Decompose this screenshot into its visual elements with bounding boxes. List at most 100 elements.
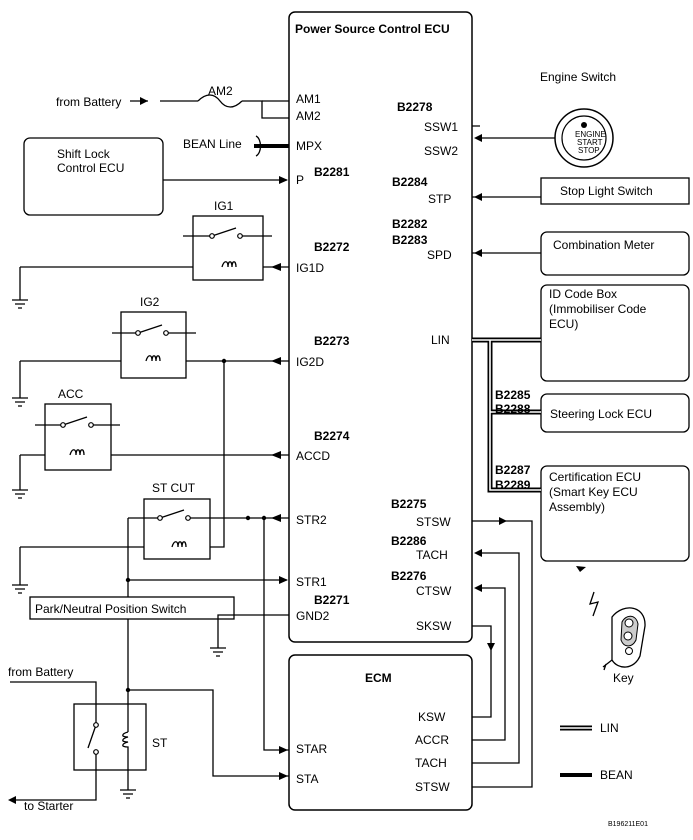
code-b2275: B2275: [391, 497, 427, 511]
figure-id: B196211E01: [608, 821, 648, 828]
pin-lin: LIN: [431, 333, 450, 347]
legend-bean-label: BEAN: [600, 768, 633, 782]
relay-acc-contact-b: [88, 422, 94, 428]
to-starter-arrow: [8, 796, 16, 804]
certification-ecu-box: [540, 465, 690, 562]
shift-lock-label-2: Control ECU: [57, 161, 124, 175]
bean-line-label: BEAN Line: [183, 137, 242, 151]
shift-lock-arrow: [279, 176, 288, 184]
ground-icon-st: [120, 789, 136, 799]
ssw-arrow: [474, 134, 482, 142]
pin-am1: AM1: [296, 92, 321, 106]
relay-st-coil: [122, 731, 129, 752]
relay-acc-coil: [69, 449, 85, 456]
code-b2281: B2281: [314, 165, 350, 179]
steering-lock-label: Steering Lock ECU: [550, 407, 652, 421]
str2-junction: [245, 515, 251, 521]
lin-code-b2288: B2288: [495, 402, 531, 416]
ground-icon-st-cut: [12, 584, 28, 594]
code-b2273: B2273: [314, 334, 350, 348]
relay-ig2-switch: [112, 324, 196, 334]
sksw-arrow: [487, 643, 495, 651]
from-battery-label-bottom: from Battery: [8, 665, 73, 679]
code-b2286: B2286: [391, 534, 427, 548]
key-fob-icon: [602, 607, 646, 671]
ig1d-arrow: [271, 263, 281, 271]
code-b2271: B2271: [314, 593, 350, 607]
ecm-title: ECM: [365, 671, 392, 685]
relay-ig1-contact-a: [209, 233, 215, 239]
relay-ig2-coil: [145, 355, 161, 362]
relay-st-cut-box: [143, 498, 211, 560]
to-starter-label: to Starter: [24, 799, 73, 813]
combination-meter-label: Combination Meter: [553, 238, 654, 252]
relay-st-contact-a: [93, 722, 99, 728]
engine-switch-label: Engine Switch: [540, 70, 616, 84]
relay-st-contact-b: [93, 749, 99, 755]
pin-ssw1: SSW1: [424, 120, 458, 134]
lin-code-b2285: B2285: [495, 388, 531, 402]
pin-ssw2: SSW2: [424, 144, 458, 158]
ground-icon-gnd2: [210, 647, 226, 657]
relay-ig1-contact-b: [237, 233, 243, 239]
relay-ig2-box: [120, 311, 187, 379]
sta-wire: [128, 689, 289, 777]
pin-sksw: SKSW: [416, 619, 452, 633]
stp-arrow: [474, 193, 482, 201]
star-wire: [263, 518, 289, 751]
id-box-label-1: ID Code Box: [549, 287, 617, 301]
certification-label-3: Assembly): [549, 500, 605, 514]
ecm-pin-sta: STA: [296, 772, 318, 786]
pin-str2: STR2: [296, 513, 327, 527]
relay-st-cut-coil: [171, 541, 187, 548]
shift-lock-label-1: Shift Lock: [57, 147, 111, 161]
relay-st-box: [73, 703, 147, 771]
park-neutral-label: Park/Neutral Position Switch: [35, 602, 186, 616]
pin-p: P: [296, 173, 304, 187]
key-label: Key: [613, 671, 634, 685]
code-b2272: B2272: [314, 240, 350, 254]
battery-2-wire: [10, 681, 97, 704]
relay-st-label: ST: [152, 736, 168, 750]
relay-ig1-label: IG1: [214, 199, 234, 213]
ecm-pin-ksw: KSW: [418, 710, 446, 724]
radio-signal-arrow: [576, 566, 586, 572]
engine-switch-icon: ENGINE START STOP: [554, 108, 614, 168]
stsw-loop-wire: [472, 520, 533, 788]
id-box-label-3: ECU): [549, 317, 578, 331]
code-b2276: B2276: [391, 569, 427, 583]
str1-arrow: [279, 576, 288, 584]
radio-signal-icon: [589, 591, 600, 617]
pin-ig2d: IG2D: [296, 355, 324, 369]
ig2d-arrow: [271, 357, 281, 365]
ctsw-arrow: [474, 584, 482, 592]
str2-arrow: [271, 514, 281, 522]
sta-arrow: [279, 772, 288, 780]
tach-arrow: [474, 549, 482, 557]
code-b2284: B2284: [392, 175, 428, 189]
ground-icon-acc: [12, 489, 28, 499]
stsw-arrow: [499, 517, 507, 525]
ground-icon-ig2: [12, 397, 28, 407]
gnd2-wire: [217, 614, 289, 648]
id-box-label-2: (Immobiliser Code: [549, 302, 647, 316]
engine-switch-face-1: ENGINE: [575, 130, 606, 139]
lin-code-b2289: B2289: [495, 478, 531, 492]
relay-ig1-box: [192, 215, 264, 281]
code-b2282: B2282: [392, 217, 428, 231]
code-b2274: B2274: [314, 429, 350, 443]
relay-acc-switch: [35, 416, 120, 426]
ecm-pin-accr: ACCR: [415, 733, 449, 747]
lin-code-b2287: B2287: [495, 463, 531, 477]
code-b2283: B2283: [392, 233, 428, 247]
ctsw-loop-wire: [472, 587, 506, 741]
pin-accd: ACCD: [296, 449, 330, 463]
am2-wire: [242, 100, 289, 119]
st-cut-coil-wire: [20, 361, 225, 548]
relay-st-cut-contact-b: [185, 515, 191, 521]
ecm-pin-stsw: STSW: [415, 780, 450, 794]
pin-ctsw: CTSW: [416, 584, 452, 598]
pin-am2: AM2: [296, 109, 321, 123]
lin-bus: [472, 337, 541, 493]
